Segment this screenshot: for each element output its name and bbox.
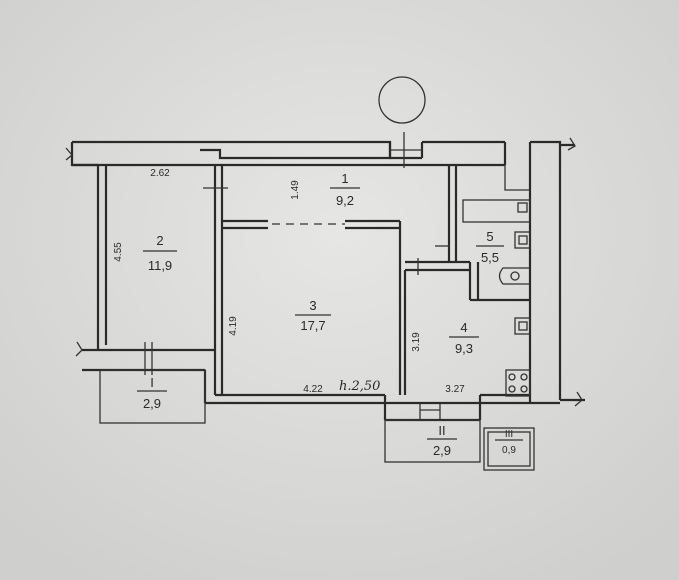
room-3-number: 3	[309, 298, 316, 313]
washbasin	[514, 231, 531, 249]
interior-walls	[144, 165, 530, 395]
ceiling-height-note: h.2,50	[339, 379, 380, 394]
room-1-number: 1	[341, 171, 348, 186]
balcony-III-area: 0,9	[502, 445, 516, 456]
stove	[505, 369, 531, 397]
room-2-number: 2	[156, 233, 163, 248]
dimension-3-19: 3.19	[411, 332, 422, 352]
balcony-III-outline	[483, 427, 535, 471]
balcony-I-area: 2,9	[143, 396, 161, 411]
bathtub	[462, 199, 531, 223]
balcony-II-number: II	[438, 423, 445, 438]
dimension-3-27: 3.27	[445, 384, 465, 395]
dimension-4-55: 4.55	[113, 242, 124, 262]
dimension-4-22: 4.22	[303, 384, 323, 395]
room-5-number: 5	[486, 229, 493, 244]
dimension-1-49: 1.49	[290, 180, 301, 200]
room-4-number: 4	[460, 320, 467, 335]
duct	[504, 165, 530, 191]
balcony-III-number: III	[505, 429, 513, 440]
balcony-I-number: I	[150, 375, 154, 390]
balcony-outlines	[99, 369, 535, 471]
room-3-area: 17,7	[300, 318, 325, 333]
room-4-area: 9,3	[455, 341, 473, 356]
dimension-labels: 2.62 1.49 4.55 4.19 3.19 4.22 3.27 h.2,5…	[113, 168, 465, 395]
dimension-4-19: 4.19	[228, 316, 239, 336]
room-2-area: 11,9	[148, 258, 172, 273]
balcony-II-area: 2,9	[433, 443, 451, 458]
toilet	[498, 267, 530, 285]
room-1-area: 9,2	[336, 193, 354, 208]
balcony-I-outline	[99, 369, 206, 424]
balcony-II-outline	[384, 419, 481, 463]
kitchen-sink	[514, 317, 531, 335]
compass-circle	[378, 76, 426, 124]
bathroom-fixtures	[462, 165, 531, 397]
dimension-2-62: 2.62	[150, 168, 170, 179]
room-labels: 1 9,2 2 11,9 3 17,7 4 9,3 5 5,5	[143, 171, 504, 356]
room-5-area: 5,5	[481, 250, 499, 265]
balcony-labels: I 2,9 II 2,9 III 0,9	[137, 375, 523, 458]
